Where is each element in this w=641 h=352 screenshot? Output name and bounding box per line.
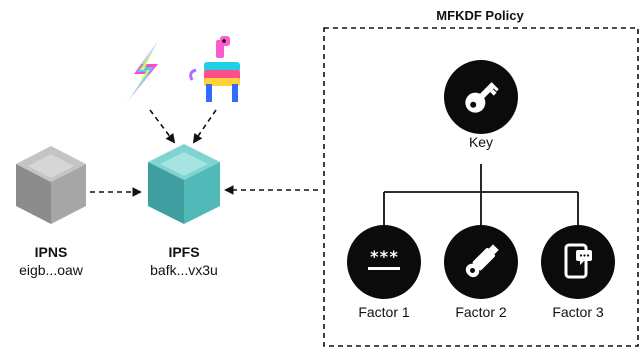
key-node [444,60,518,134]
ipfs-title: IPFS [168,244,200,260]
lightning-logo-icon [124,38,160,106]
ipns-title: IPNS [34,244,68,260]
ipns-cube-icon [16,146,86,224]
ipfs-cube-icon [148,144,220,224]
password-icon: *** [368,247,400,270]
factor-3-label: Factor 3 [552,304,604,320]
ipns-id: eigb...oaw [19,262,83,278]
factor-2-node [444,225,518,299]
factor-1-node: *** [347,225,421,299]
arrow-llama-to-ipfs [192,109,217,144]
llama-logo-icon [189,36,240,102]
phone-message-icon [564,243,592,279]
key-icon [465,82,499,113]
factor-1-label: Factor 1 [358,304,410,320]
factor-2-label: Factor 2 [455,304,507,320]
policy-box [323,27,639,347]
ipfs-id: bafk...vx3u [150,262,218,278]
key-label: Key [468,134,494,150]
policy-title: MFKDF Policy [436,8,524,23]
tree-connector [383,164,579,226]
usb-token-icon [465,244,499,278]
factor-3-node [541,225,615,299]
svg-text:***: *** [370,247,399,266]
arrow-lightning-to-ipfs [149,109,176,144]
